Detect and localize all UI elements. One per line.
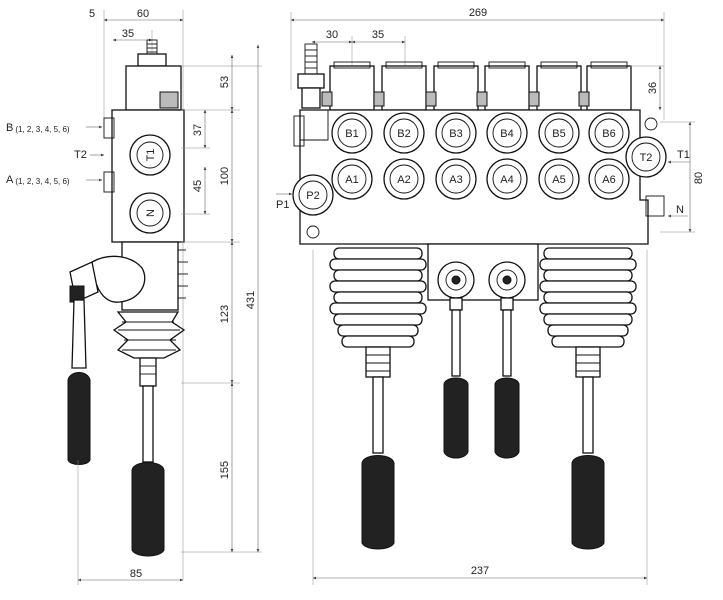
port-a-label: A1 [345,174,358,186]
dim-36: 36 [647,82,659,94]
dim-5: 5 [89,8,95,20]
port-a-label: A3 [449,174,462,186]
dim-35-front: 35 [372,29,384,41]
label-b: B(1, 2, 3, 4, 5, 6) [6,122,70,134]
top-cap [586,65,632,111]
port-a-label: A5 [552,174,565,186]
side-n-text: N [145,209,157,217]
port-a-label: A4 [500,174,513,186]
port-b-label: B5 [552,128,565,140]
top-cap [329,65,375,111]
port-p2-label: P2 [306,190,319,202]
knob-lever [488,261,526,459]
dim-60: 60 [137,8,149,20]
side-stem-top [139,357,157,387]
port-b-label: B2 [397,128,410,140]
dim-431: 431 [245,291,257,309]
label-p1: P1 [276,199,289,211]
bolt-nut [137,53,167,67]
dim-80: 80 [693,172,705,184]
side-t1-text: T1 [145,149,157,162]
side-view: 60 5 35 T1 N B(1, 2, 3, 4, 5, 6) T2 A(1,… [6,8,262,585]
port-t2-label: T2 [640,152,653,164]
top-cap [484,65,530,111]
dim-100: 100 [219,167,231,185]
dim-35-side: 35 [122,28,134,40]
side-port-t1 [129,134,171,176]
front-bolt [304,43,318,75]
side-handle [131,462,165,557]
label-a: A(1, 2, 3, 4, 5, 6) [6,174,70,186]
joystick-assembly [539,247,637,550]
dim-269: 269 [469,7,487,19]
side-lever-joint [91,255,146,303]
label-n: N [676,204,684,216]
port-a-label: A6 [602,174,615,186]
side-port-n [129,192,171,234]
mount-hole [644,117,658,131]
dim-85: 85 [130,568,142,580]
knob-lever [437,261,475,459]
side-lever-rod [71,299,87,369]
side-top-detail [159,91,179,109]
dim-237: 237 [471,565,489,577]
port-b-label: B1 [345,128,358,140]
port-b-label: B6 [602,128,615,140]
top-cap [433,65,479,111]
joystick-boots [329,247,637,550]
mount-hole [306,225,320,239]
side-lever-handle [67,372,91,465]
joystick-assembly [329,247,427,550]
dim-123: 123 [219,305,231,323]
dim-45: 45 [192,180,204,192]
top-caps [321,61,632,111]
top-cap [381,65,427,111]
side-boot [112,311,186,359]
dim-53: 53 [219,76,231,88]
port-a-label: A2 [397,174,410,186]
label-t2: T2 [74,149,87,161]
top-cap [536,65,582,111]
knob-levers [427,243,539,459]
port-b-label: B3 [449,128,462,140]
dim-30: 30 [326,29,338,41]
dim-155: 155 [219,461,231,479]
label-t1: T1 [677,149,690,161]
port-b-label: B4 [500,128,513,140]
side-stem-rod [142,385,154,463]
dim-37: 37 [192,124,204,136]
